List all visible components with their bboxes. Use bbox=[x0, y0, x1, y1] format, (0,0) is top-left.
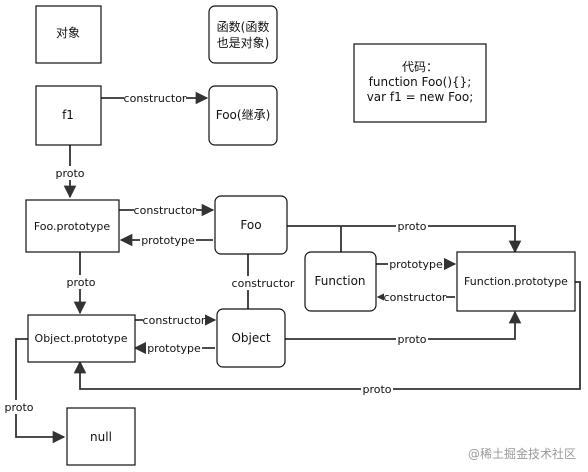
edge-label: prototype bbox=[147, 342, 201, 355]
edge-foo-constructor: constructor bbox=[231, 254, 297, 309]
edge-objectprototype-proto: proto bbox=[3, 338, 66, 444]
edge-label: constructor bbox=[143, 314, 206, 327]
node-object-prototype: Object.prototype bbox=[27, 314, 136, 363]
watermark: @稀土掘金技术社区 bbox=[467, 447, 576, 461]
svg-text:函数(函数: 函数(函数 bbox=[217, 19, 270, 34]
edge-object-proto: proto bbox=[285, 310, 522, 346]
node-function-prototype: Function.prototype bbox=[456, 251, 576, 312]
svg-text:null: null bbox=[90, 430, 112, 444]
edge-functionprototype-constructor: constructor bbox=[376, 290, 455, 304]
edge-label: proto bbox=[397, 333, 426, 346]
edge-object-prototype: prototype bbox=[133, 341, 215, 355]
svg-text:对象: 对象 bbox=[56, 26, 80, 40]
edge-functionprototype-proto: proto bbox=[73, 281, 581, 396]
svg-text:Function.prototype: Function.prototype bbox=[464, 275, 568, 288]
edge-objectprototype-constructor: constructor bbox=[133, 313, 217, 327]
svg-text:f1: f1 bbox=[62, 108, 74, 122]
svg-text:function Foo(){};: function Foo(){}; bbox=[369, 75, 472, 89]
edge-fooprototype-constructor: constructor bbox=[119, 203, 215, 217]
edge-label: proto bbox=[362, 383, 391, 396]
node-null: null bbox=[66, 407, 136, 466]
edge-label: constructor bbox=[124, 92, 187, 105]
node-object: Object bbox=[216, 308, 286, 368]
edge-label: proto bbox=[4, 401, 33, 414]
svg-text:代码：: 代码： bbox=[402, 60, 438, 74]
edge-label: proto bbox=[55, 167, 84, 180]
svg-text:var f1 = new Foo;: var f1 = new Foo; bbox=[367, 90, 474, 104]
edge-label: prototype bbox=[389, 258, 443, 271]
node-code-block: 代码： function Foo(){}; var f1 = new Foo; bbox=[353, 43, 487, 123]
edge-foo-prototype: prototype bbox=[119, 233, 213, 247]
node-function-legend: 函数(函数 也是对象) bbox=[208, 5, 278, 64]
node-function: Function bbox=[304, 251, 377, 312]
edge-foo-proto: proto bbox=[287, 219, 522, 254]
svg-text:Foo(继承): Foo(继承) bbox=[216, 108, 271, 122]
edge-label: proto bbox=[66, 276, 95, 289]
edge-label: prototype bbox=[141, 234, 195, 247]
edge-label: constructor bbox=[384, 291, 447, 304]
node-f1: f1 bbox=[35, 85, 102, 146]
node-object-legend: 对象 bbox=[35, 5, 102, 64]
svg-text:Foo: Foo bbox=[240, 218, 261, 232]
node-foo: Foo bbox=[214, 195, 288, 255]
edge-label: constructor bbox=[134, 204, 197, 217]
edge-function-prototype: prototype bbox=[376, 257, 457, 271]
svg-text:Object.prototype: Object.prototype bbox=[35, 332, 128, 345]
edge-label: constructor bbox=[232, 277, 295, 290]
svg-text:Object: Object bbox=[231, 331, 270, 345]
edge-f1-proto: proto bbox=[55, 145, 87, 199]
node-foo-inherit: Foo(继承) bbox=[208, 85, 278, 146]
node-foo-prototype: Foo.prototype bbox=[25, 199, 120, 253]
svg-text:Foo.prototype: Foo.prototype bbox=[34, 220, 111, 233]
edge-fooprototype-proto: proto bbox=[65, 252, 97, 315]
edge-label: proto bbox=[397, 220, 426, 233]
svg-text:Function: Function bbox=[314, 274, 365, 288]
edge-f1-constructor: constructor bbox=[101, 91, 209, 105]
svg-text:也是对象): 也是对象) bbox=[217, 36, 270, 50]
